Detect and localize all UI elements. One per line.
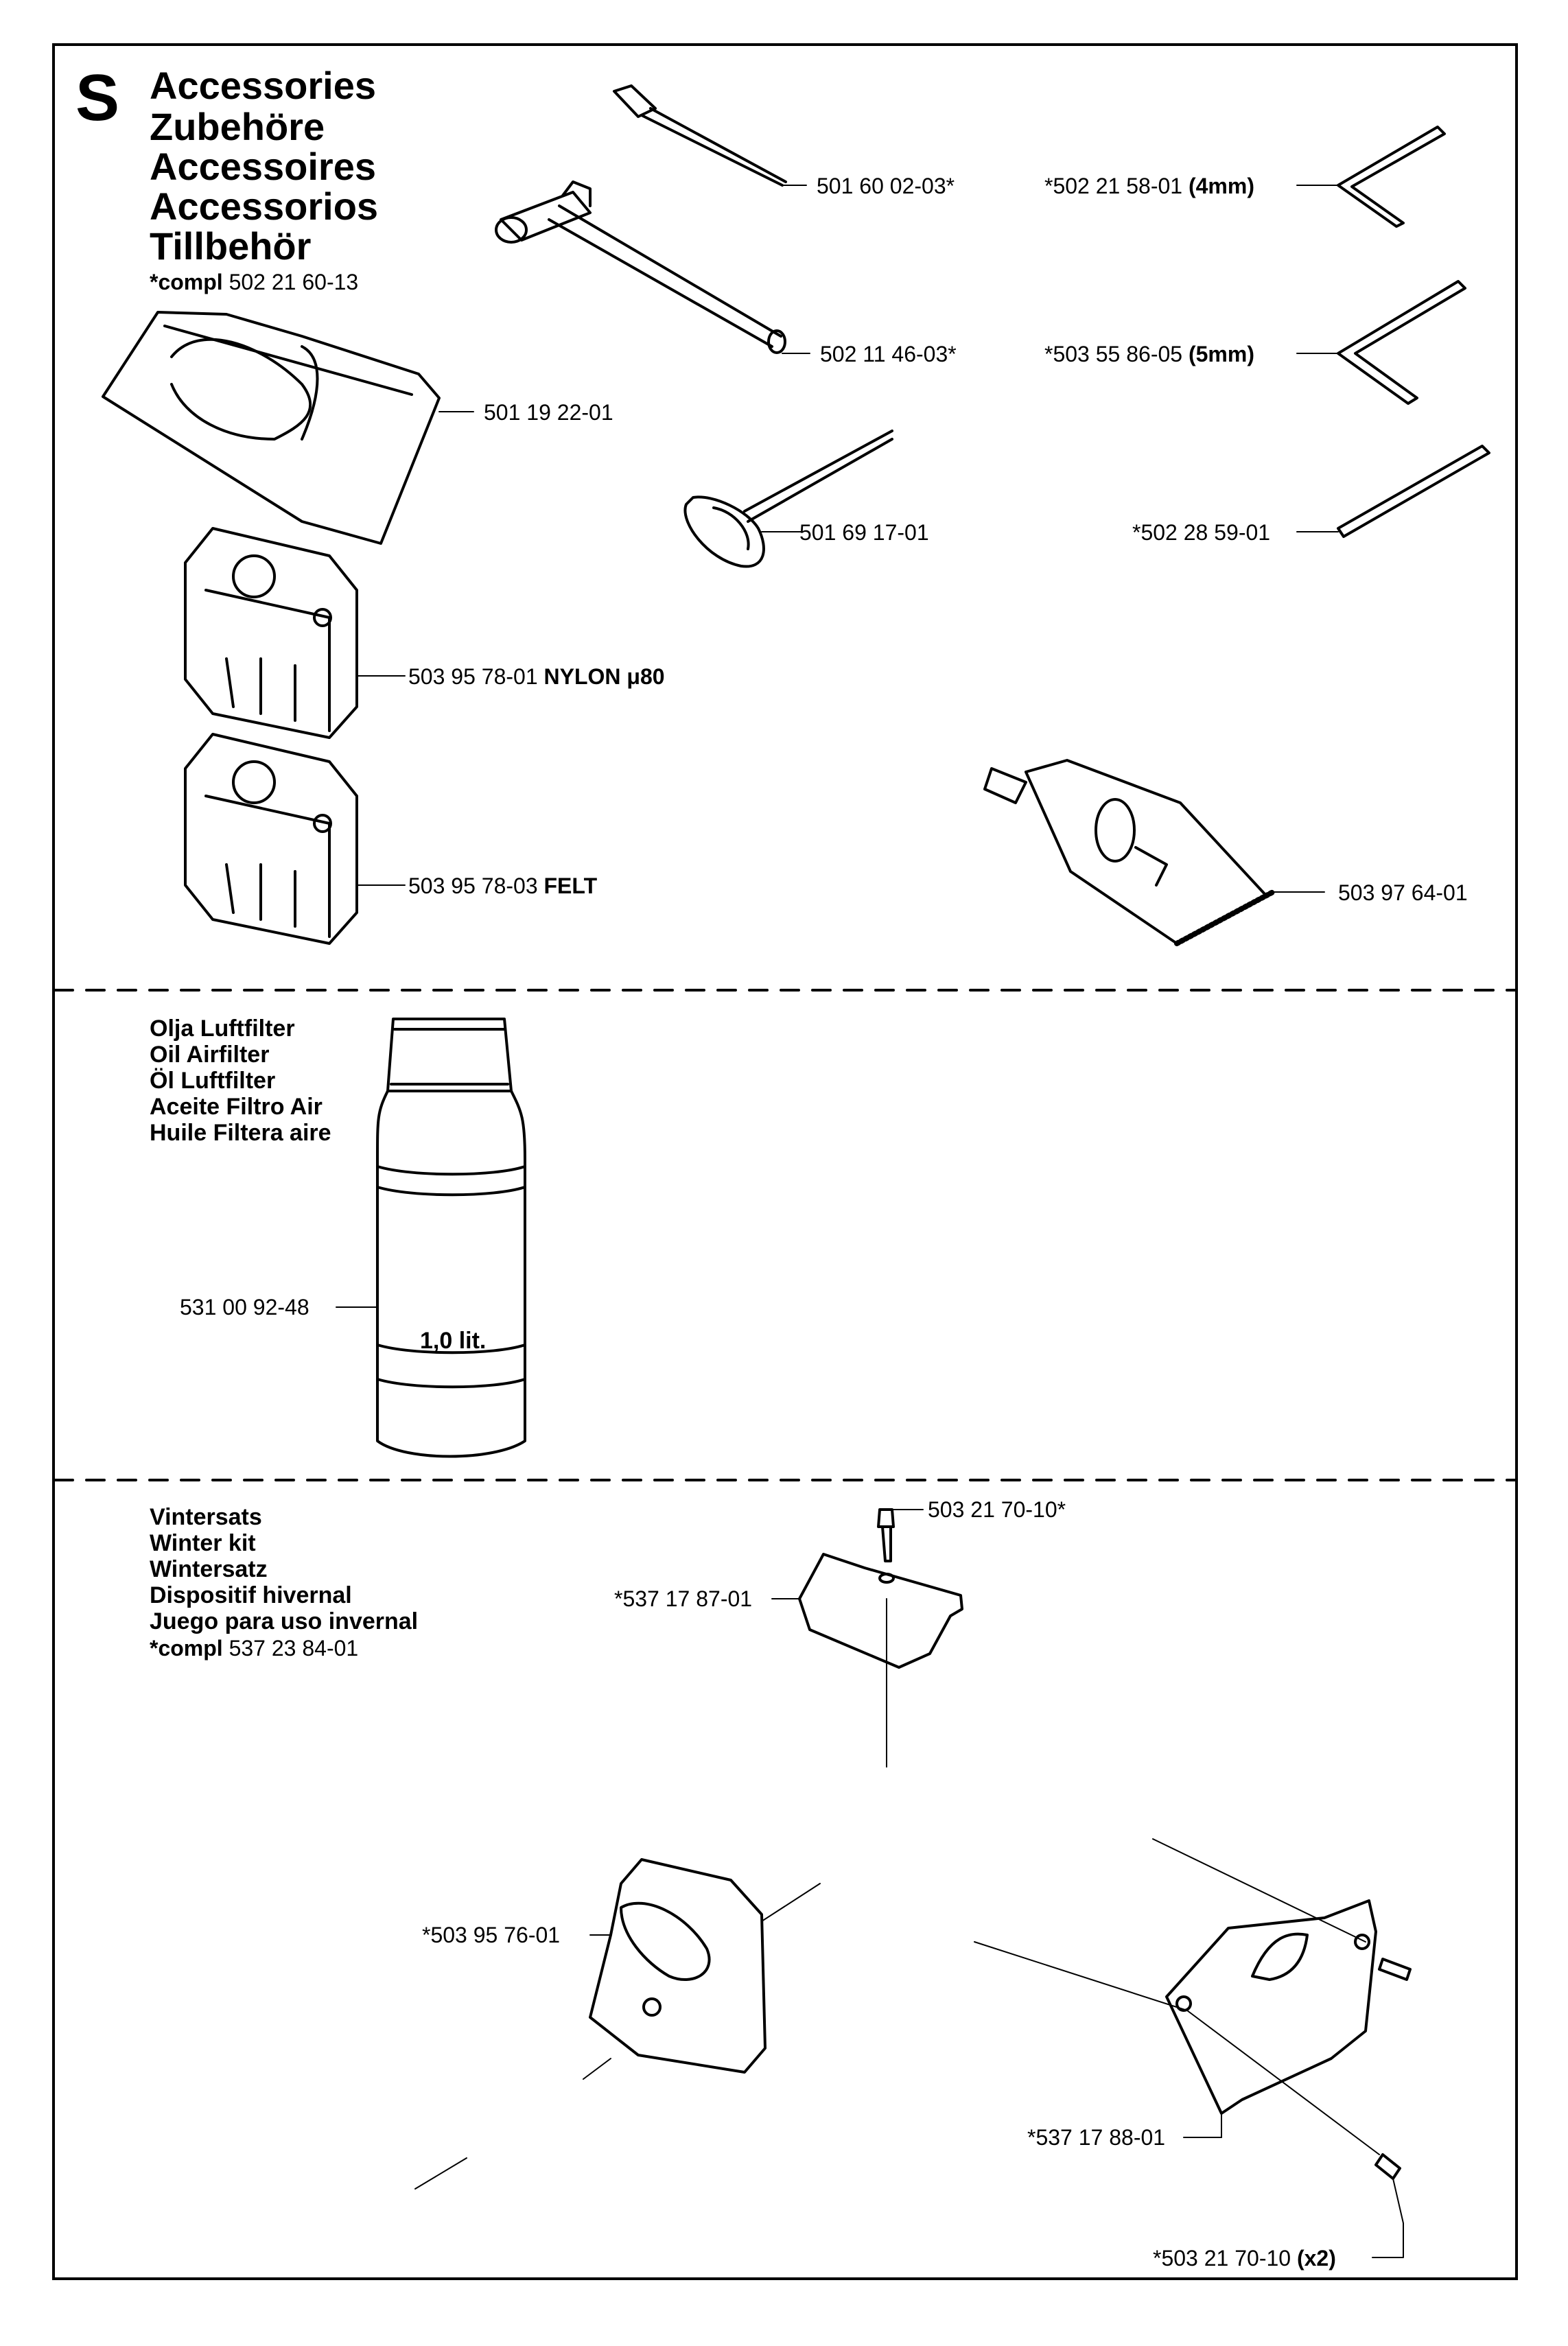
tool-bag-illustration — [102, 311, 474, 545]
part-label-4: 501 69 17-01 — [799, 520, 929, 545]
winter-cylinder-cover-illustration — [974, 1838, 1412, 2258]
winter-filter-cover-illustration — [414, 1858, 821, 2190]
winter-heading-en: Winter kit — [150, 1530, 256, 1556]
part-label-15: *537 17 88-01 — [1027, 2125, 1166, 2150]
bottle-volume-label: 1,0 lit. — [420, 1328, 487, 1354]
winter-heading-sv: Vintersats — [150, 1504, 262, 1530]
part-label-7: *502 28 59-01 — [1132, 520, 1271, 545]
title-en: Accessories — [150, 64, 377, 107]
section-letter: S — [75, 61, 120, 134]
screwdriver-small-illustration — [613, 84, 807, 187]
oil-heading-sv: Olja Luftfilter — [150, 1016, 295, 1042]
pin-illustration — [1296, 445, 1490, 538]
oil-heading-fr: Huile Filtera aire — [150, 1120, 331, 1146]
winter-heading-es: Juego para uso invernal — [150, 1608, 419, 1634]
part-label-14: *503 95 76-01 — [422, 1923, 561, 1947]
part-label-9: 503 95 78-03 FELT — [408, 873, 598, 898]
compl-bottom: *compl 537 23 84-01 — [150, 1636, 359, 1661]
air-filter-felt-illustration — [184, 733, 406, 945]
hex-key-5mm-illustration — [1296, 280, 1466, 405]
part-label-10: 503 97 64-01 — [1338, 880, 1468, 905]
t-wrench-illustration — [495, 180, 810, 354]
part-label-11: 531 00 92-48 — [180, 1295, 309, 1319]
air-filter-nylon-illustration — [184, 527, 406, 739]
part-label-12: 503 21 70-10* — [928, 1497, 1066, 1522]
page-frame — [52, 43, 1518, 2280]
part-label-5: *502 21 58-01 (4mm) — [1044, 174, 1254, 198]
oil-heading-es: Aceite Filtro Air — [150, 1094, 323, 1120]
socket-wrench-illustration — [683, 430, 893, 568]
part-label-13: *537 17 87-01 — [614, 1586, 753, 1611]
title-fr: Accessoires — [150, 145, 377, 188]
part-label-1: 501 60 02-03* — [817, 174, 955, 198]
part-label-3: 501 19 22-01 — [484, 400, 613, 425]
winter-heading-de: Wintersatz — [150, 1556, 268, 1582]
oil-bottle-illustration — [336, 1018, 526, 1458]
title-es: Accessorios — [150, 185, 379, 228]
oil-heading-de: Öl Luftfilter — [150, 1068, 276, 1094]
compl-top: *compl 502 21 60-13 — [150, 270, 359, 294]
winter-cover-plate-illustration — [771, 1508, 963, 1768]
title-de: Zubehöre — [150, 105, 325, 148]
part-label-2: 502 11 46-03* — [820, 342, 957, 366]
oil-heading-en: Oil Airfilter — [150, 1042, 270, 1068]
grease-tube-illustration — [983, 759, 1325, 946]
part-label-8: 503 95 78-01 NYLON μ80 — [408, 664, 665, 689]
title-sv: Tillbehör — [150, 224, 312, 268]
winter-heading-fr: Dispositif hivernal — [150, 1582, 352, 1608]
hex-key-4mm-illustration — [1296, 126, 1446, 228]
part-label-6: *503 55 86-05 (5mm) — [1044, 342, 1254, 366]
part-label-16: *503 21 70-10 (x2) — [1153, 2246, 1336, 2271]
